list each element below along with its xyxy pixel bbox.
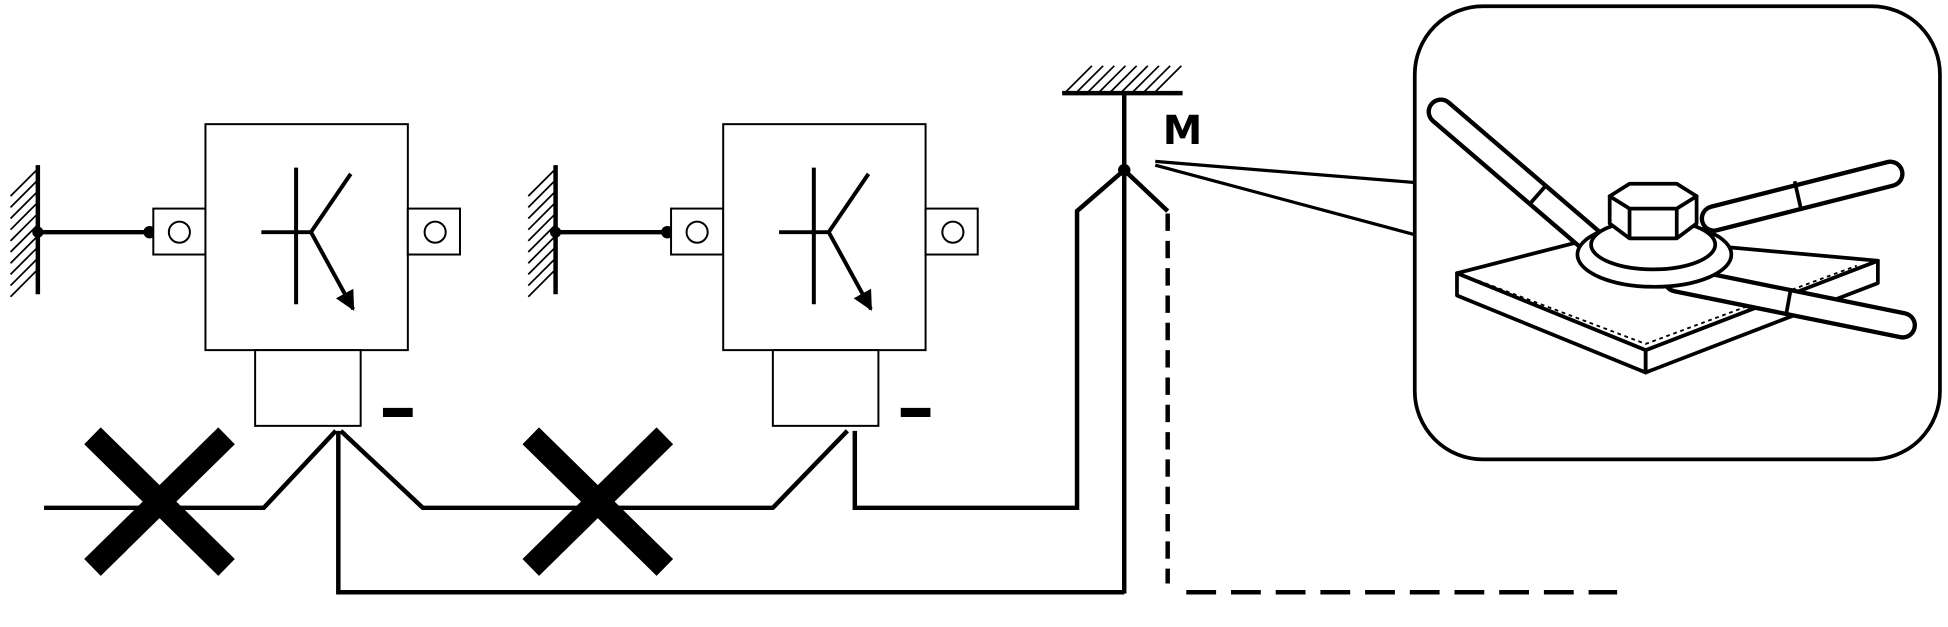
ground-terminal-detail [1412, 4, 1942, 462]
optional-branch [1122, 168, 1170, 213]
cross-mark-icon [84, 427, 235, 576]
minus-terminal-label: - [378, 372, 418, 447]
minus-terminal-label: - [896, 372, 936, 447]
transistor-symbol [779, 167, 873, 311]
chassis-ground-symbol [1062, 65, 1183, 96]
ground-point-label: M [1163, 108, 1203, 154]
mounting-hole [941, 220, 965, 244]
ground-plate [1455, 234, 1880, 375]
module-body [722, 123, 927, 352]
cross-mark-icon [522, 427, 674, 576]
module-body [204, 123, 409, 352]
ground-point-dot [1118, 163, 1131, 177]
module-2-ground-wire [852, 168, 1126, 511]
bolt-head [1607, 181, 1699, 241]
wire-upper-left [1426, 97, 1612, 261]
connector-housing [254, 349, 362, 427]
wire-upper-right [1699, 159, 1905, 233]
callout-lines [1154, 159, 1416, 237]
switch-module-1: - [9, 123, 461, 447]
mounting-hole [423, 220, 447, 244]
transistor-symbol [261, 167, 355, 311]
connector-housing [771, 349, 880, 427]
wire-lower-right [1662, 265, 1917, 340]
module-1-ground-wire [336, 430, 1125, 595]
mounting-hole [685, 220, 709, 244]
wiring [44, 93, 1618, 595]
mounting-tab-right [924, 207, 979, 256]
junction-dot [32, 226, 44, 238]
switch-module-2: - [527, 123, 979, 447]
mounting-hole [167, 220, 191, 244]
junction-dot [549, 226, 562, 238]
